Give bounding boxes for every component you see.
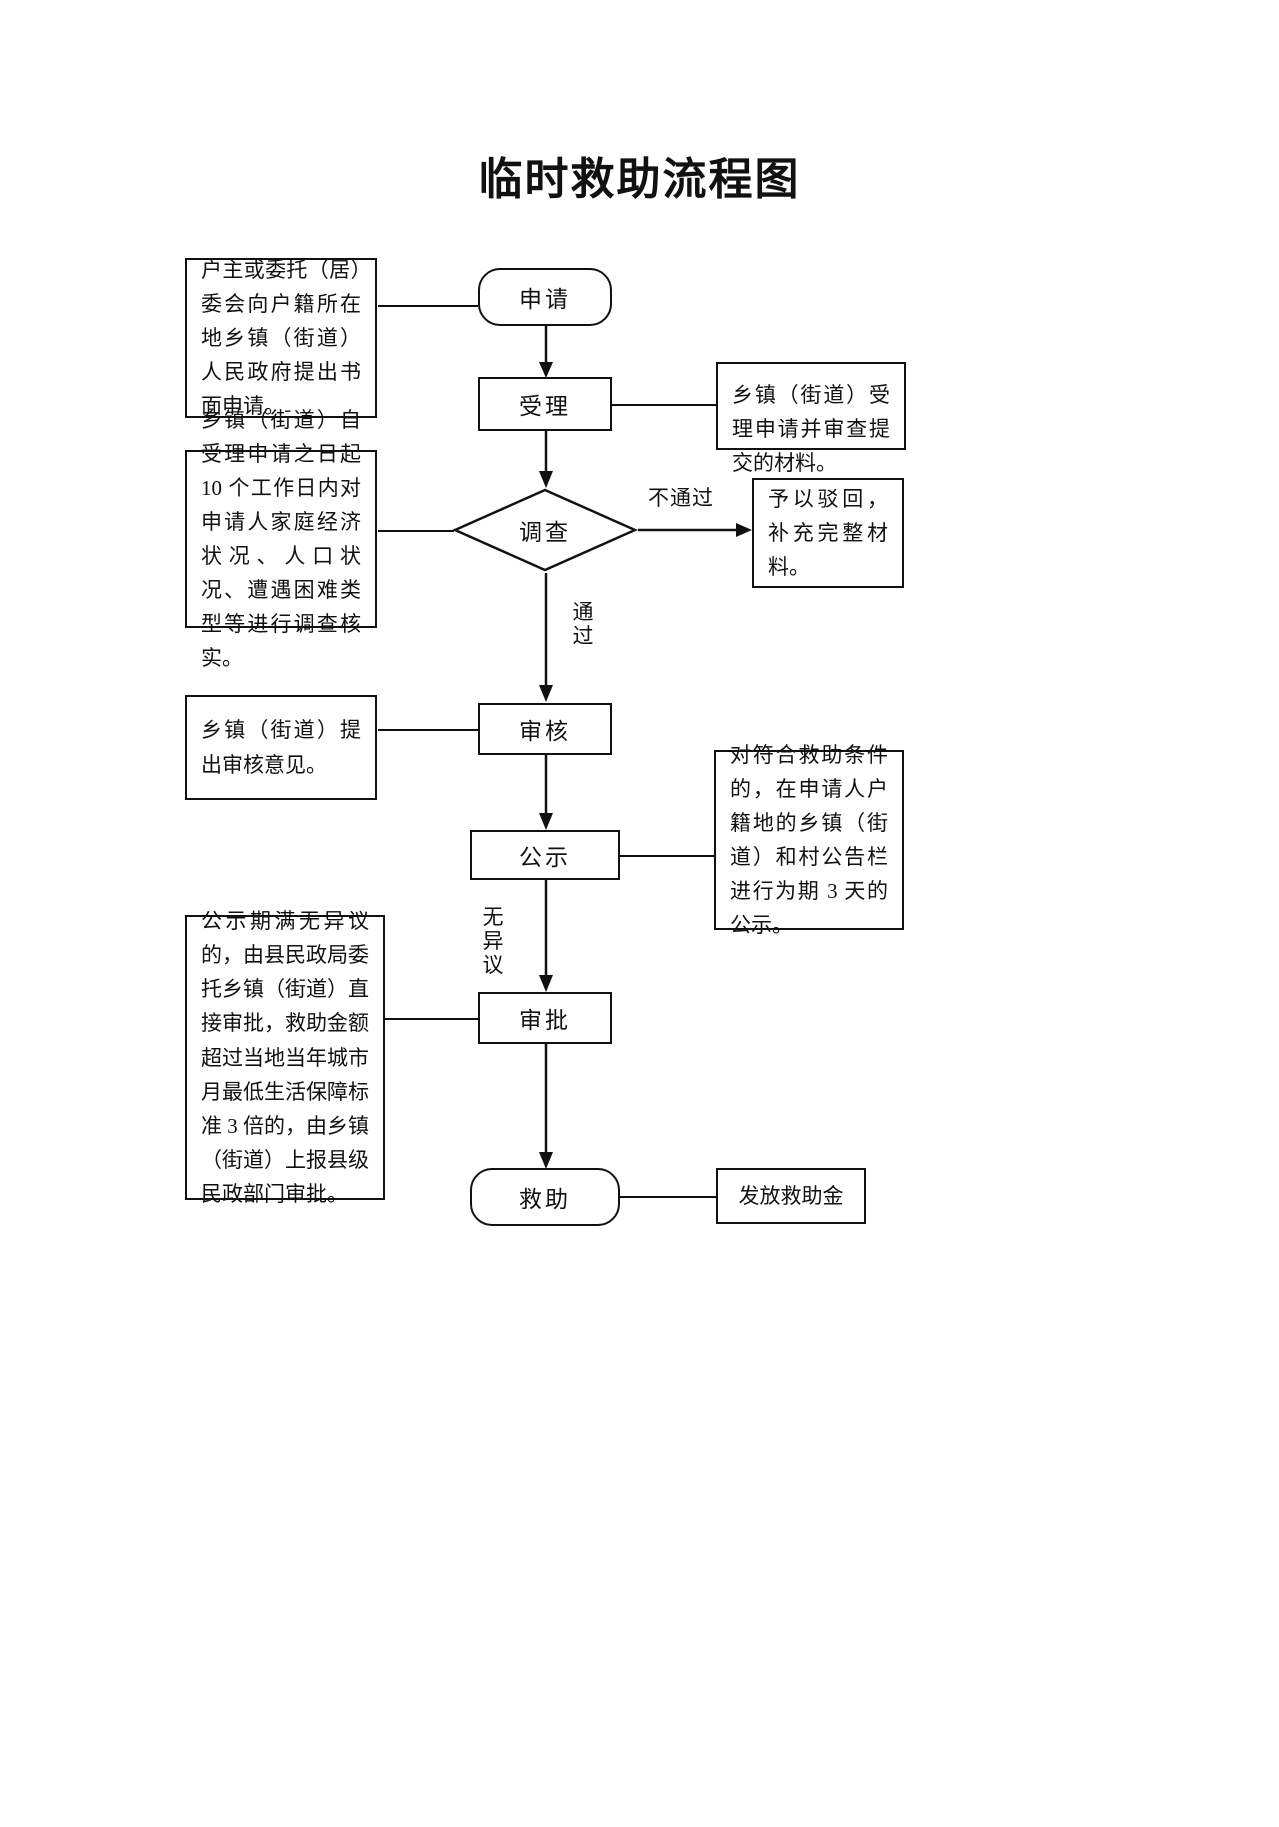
flow-node-accept[interactable]: 受理 [478,377,612,431]
connector-aid-to-aidnote [620,1196,716,1198]
flow-node-publish-label: 公示 [519,845,571,870]
annotation-accept-note: 乡镇（街道）受理申请并审查提交的材料。 [716,362,906,475]
connector-review-to-publish [539,755,553,830]
annotation-apply-note: 户主或委托（居）委会向户籍所在地乡镇（街道）人民政府提出书面申请。 [185,258,377,418]
flow-node-apply-label: 申请 [519,287,571,312]
edge-label-pass: 通过 [572,600,594,649]
connector-accept-to-survey [539,431,553,488]
annotation-publish-note-text: 对符合救助条件的，在申请人户籍地的乡镇（街道）和村公告栏进行为期 3 天的公示。 [730,742,888,938]
annotation-review-note-text: 乡镇（街道）提出审核意见。 [201,718,361,777]
flow-node-review[interactable]: 审核 [478,703,612,755]
flow-node-accept-label: 受理 [519,394,571,419]
connector-publish-to-approve [539,880,553,992]
annotation-survey-note-text: 乡镇（街道）自受理申请之日起 10 个工作日内对申请人家庭经济状况、人口状况、遭… [201,407,361,671]
page-title: 临时救助流程图 [478,155,801,204]
flow-node-survey[interactable]: 调查 [452,487,638,573]
annotation-approve-note: 公示期满无异议的，由县民政局委托乡镇（街道）直接审批，救助金额超过当地当年城市月… [185,909,385,1206]
connector-approvenote-to-approve [385,1018,478,1020]
annotation-aid-note: 发放救助金 [716,1168,866,1224]
flow-node-publish[interactable]: 公示 [470,830,620,880]
flow-node-aid-label: 救助 [519,1187,571,1212]
flow-node-review-label: 审核 [519,719,571,744]
annotation-publish-note: 对符合救助条件的，在申请人户籍地的乡镇（街道）和村公告栏进行为期 3 天的公示。 [714,743,904,937]
connector-approve-to-aid [539,1044,553,1169]
flow-node-approve[interactable]: 审批 [478,992,612,1044]
connector-reviewnote-to-review [378,729,478,731]
connector-apply-to-accept [539,326,553,378]
annotation-approve-note-text: 公示期满无异议的，由县民政局委托乡镇（街道）直接审批，救助金额超过当地当年城市月… [201,909,369,1206]
connector-survey-to-review [539,573,553,702]
edge-label-no-objection: 无异议 [482,905,504,978]
flow-node-apply[interactable]: 申请 [478,268,612,326]
flow-node-approve-label: 审批 [519,1008,571,1033]
annotation-review-note: 乡镇（街道）提出审核意见。 [185,695,377,800]
connector-surveynote-to-survey [378,530,454,532]
connector-survey-to-reject [638,523,752,537]
connector-accept-to-acceptnote [612,404,716,406]
annotation-apply-note-text: 户主或委托（居）委会向户籍所在地乡镇（街道）人民政府提出书面申请。 [201,257,361,419]
connector-applynote-to-apply [378,305,478,307]
diamond-shape [452,488,638,572]
connector-publish-to-publishnote [620,855,714,857]
annotation-reject-note-text: 予以驳回，补充完整材料。 [768,486,888,580]
annotation-reject-note: 予以驳回，补充完整材料。 [752,478,904,588]
annotation-survey-note: 乡镇（街道）自受理申请之日起 10 个工作日内对申请人家庭经济状况、人口状况、遭… [185,408,377,670]
flow-node-aid[interactable]: 救助 [470,1168,620,1226]
annotation-accept-note-text: 乡镇（街道）受理申请并审查提交的材料。 [732,383,890,476]
edge-label-not-pass: 不通过 [648,486,714,510]
annotation-aid-note-text: 发放救助金 [738,1184,844,1208]
